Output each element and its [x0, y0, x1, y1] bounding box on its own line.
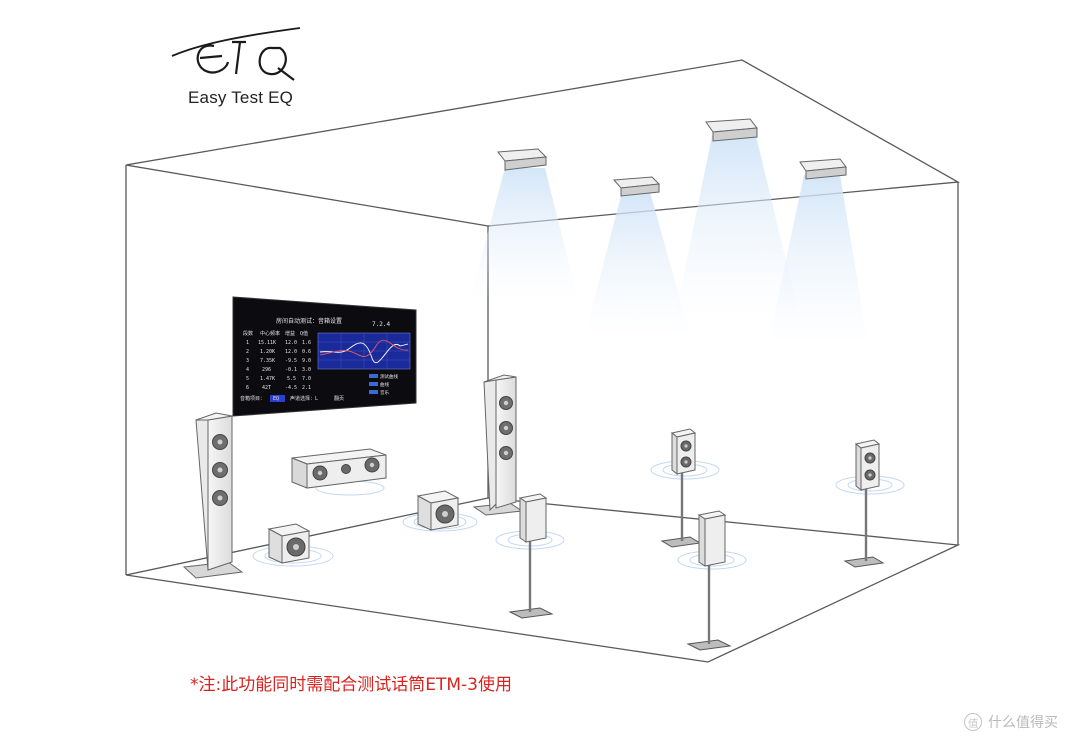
eq-cell: 2.1	[302, 385, 311, 391]
eq-cell: 12.0	[285, 349, 297, 355]
eq-header-2: 增益	[285, 330, 295, 337]
eq-cell: 1	[246, 340, 249, 346]
eq-cell: 5.5	[287, 376, 296, 382]
eq-cell: 9.0	[302, 358, 311, 364]
legend-item: 曲线	[380, 381, 389, 388]
eq-cell: 7.0	[302, 376, 311, 382]
subwoofer-right	[416, 490, 460, 531]
surround-stand-speaker-back-right	[843, 439, 885, 568]
eq-cell: 0.6	[302, 349, 311, 355]
eq-cell: 1.6	[302, 340, 311, 346]
eq-cell: 296	[262, 367, 271, 373]
eq-cell: 42T	[262, 385, 271, 391]
eq-header-1: 中心频率	[260, 330, 280, 337]
eq-cell: 5	[246, 376, 249, 382]
eq-cell: -4.5	[285, 385, 297, 391]
surround-stand-speaker-back-left	[660, 428, 702, 548]
eq-cell: 6	[246, 385, 249, 391]
eq-cell: 1.47K	[260, 376, 275, 382]
center-speaker	[291, 448, 387, 489]
eq-cell: 4	[246, 367, 249, 373]
eq-header-3: Q值	[300, 330, 308, 337]
logo-tagline: Easy Test EQ	[188, 88, 294, 107]
surround-stand-speaker-center	[508, 493, 554, 619]
eq-cell: 2	[246, 349, 249, 355]
eq-cell: 1.20K	[260, 349, 275, 355]
legend-item: 音乐	[380, 389, 389, 396]
screen-footer: 音箱项目： EQ 声道选择：L 翻页	[240, 395, 344, 402]
tv-screen: 房间自动测试：音箱设置 7.2.4 段数 中心频率 增益 Q值 1 15.11K…	[232, 296, 417, 417]
surround-stand-speaker-right	[686, 510, 732, 651]
eq-cell: 12.0	[285, 340, 297, 346]
screen-legend: 测试曲线 曲线 音乐	[369, 373, 398, 396]
eq-cell: 3	[246, 358, 249, 364]
footer-action: 翻页	[334, 395, 344, 402]
ceiling-beams	[470, 136, 868, 345]
ceiling-speaker-2	[612, 176, 661, 197]
eq-cell: -0.1	[285, 367, 297, 373]
eq-cell: -9.5	[285, 358, 297, 364]
eq-table: 段数 中心频率 增益 Q值 1 15.11K 12.0 1.6 2 1.20K …	[243, 330, 311, 391]
eq-graph	[317, 332, 411, 370]
watermark-logo-icon: 值	[964, 713, 982, 731]
footer-value: EQ	[273, 396, 279, 402]
eq-cell: 3.0	[302, 367, 311, 373]
subwoofer-left	[267, 523, 311, 564]
ceiling-speaker-4	[799, 158, 847, 180]
legend-item: 测试曲线	[380, 373, 398, 380]
eq-cell: 15.11K	[258, 340, 276, 346]
watermark: 值 什么值得买	[964, 712, 1058, 732]
eq-header-0: 段数	[243, 330, 253, 337]
ceiling-speaker-3	[705, 118, 758, 142]
footnote: *注:此功能同时需配合测试话筒ETM-3使用	[190, 675, 512, 695]
screen-title: 房间自动测试：音箱设置	[276, 317, 342, 325]
eq-cell: 7.35K	[260, 358, 275, 364]
front-left-tower-speaker	[182, 412, 244, 579]
etq-logo-mark	[171, 27, 301, 81]
footer-label: 音箱项目：	[240, 395, 265, 402]
watermark-text: 什么值得买	[988, 715, 1058, 731]
screen-channel: 7.2.4	[372, 321, 390, 328]
front-right-tower-speaker	[472, 374, 524, 516]
ceiling-speaker-1	[497, 148, 548, 171]
footer-channel: 声道选择：L	[290, 395, 318, 402]
